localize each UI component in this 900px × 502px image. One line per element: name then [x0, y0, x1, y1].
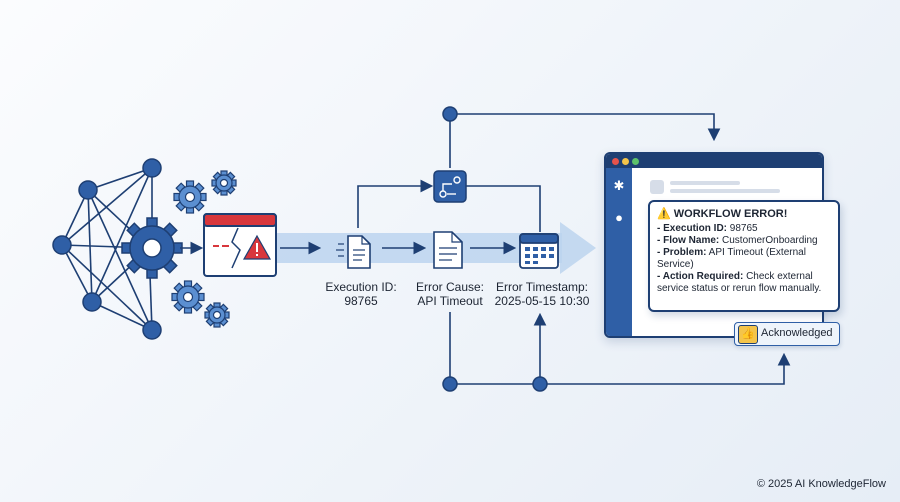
central-gear-icon	[121, 217, 183, 279]
chat-bubble-icon[interactable]: ●	[615, 210, 623, 225]
execution-id-value: 98765	[344, 294, 378, 308]
branch-icon	[433, 170, 467, 203]
error-cause-value: API Timeout	[417, 294, 483, 308]
document-icon	[433, 231, 463, 269]
slack-icon[interactable]: ✱	[613, 178, 625, 193]
error-timestamp-label: Error Timestamp: 2025-05-15 10:30	[494, 280, 590, 308]
alert-line-execution-id: - Execution ID: 98765	[657, 223, 758, 234]
bottom-ack-connector	[449, 312, 791, 385]
alert-line-action-required: - Action Required: Check external servic…	[657, 271, 822, 294]
acknowledged-label: Acknowledged	[761, 327, 833, 339]
acknowledged-button[interactable]: 👍 Acknowledged	[734, 322, 840, 346]
workflow-error-alert: ⚠️ WORKFLOW ERROR! - Execution ID: 98765…	[648, 200, 840, 312]
message-placeholder-bar	[670, 181, 740, 185]
copyright-text: © 2025 AI KnowledgeFlow	[756, 478, 886, 490]
gear-icon	[171, 170, 237, 328]
broken-window-warning-icon	[203, 213, 277, 277]
network-graph-icon	[61, 167, 153, 331]
branch-connector	[357, 179, 541, 232]
window-minimize-dot[interactable]	[622, 158, 629, 165]
window-maximize-dot[interactable]	[632, 158, 639, 165]
alert-title-text: WORKFLOW ERROR!	[673, 208, 788, 220]
message-avatar	[650, 180, 664, 194]
thumbs-up-icon: 👍	[738, 325, 758, 344]
connector-node	[442, 106, 458, 122]
message-placeholder-bar	[670, 189, 780, 193]
network-node	[52, 158, 162, 340]
error-cause-label: Error Cause: API Timeout	[410, 280, 490, 308]
window-titlebar	[606, 154, 822, 168]
alert-title: ⚠️ WORKFLOW ERROR!	[657, 208, 831, 220]
connector-node	[532, 376, 548, 392]
error-timestamp-title: Error Timestamp:	[495, 280, 588, 294]
error-cause-title: Error Cause:	[415, 280, 485, 294]
connector-node	[442, 376, 458, 392]
window-close-dot[interactable]	[612, 158, 619, 165]
calendar-icon	[519, 233, 559, 269]
alert-line-problem: - Problem: API Timeout (External Service…	[657, 247, 806, 270]
execution-id-label: Execution ID: 98765	[322, 280, 400, 308]
document-icon	[336, 235, 371, 269]
chat-sidebar: ✱ ●	[606, 168, 632, 336]
top-notify-connector	[449, 113, 721, 168]
warning-icon: ⚠️	[657, 208, 671, 220]
error-timestamp-value: 2025-05-15 10:30	[494, 294, 590, 308]
execution-id-title: Execution ID:	[325, 280, 397, 294]
alert-line-flow-name: - Flow Name: CustomerOnboarding	[657, 235, 818, 246]
